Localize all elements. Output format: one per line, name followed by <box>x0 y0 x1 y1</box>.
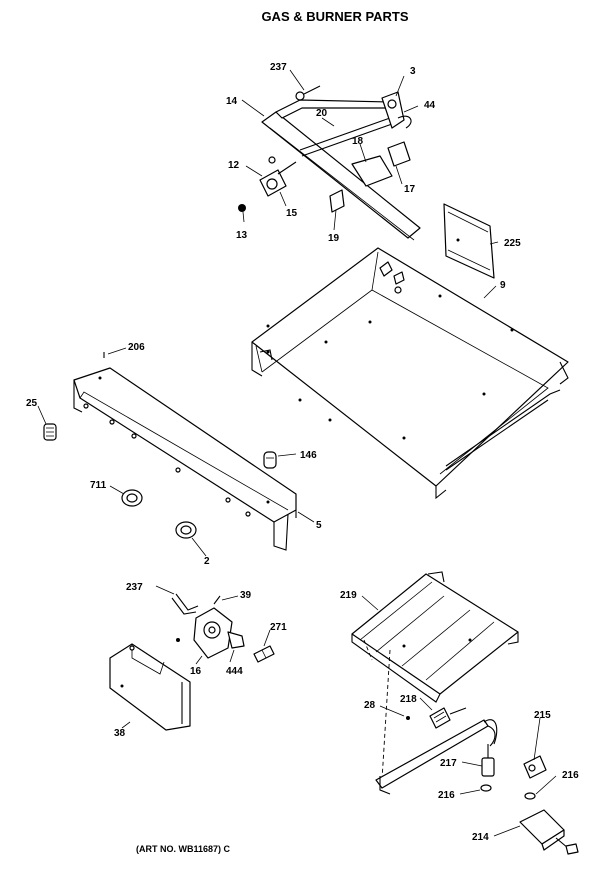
callout-217: 217 <box>440 758 457 769</box>
callout-215: 215 <box>534 710 551 721</box>
callout-19: 19 <box>328 233 340 244</box>
screw-28-icon <box>406 716 410 720</box>
callout-9: 9 <box>500 280 506 291</box>
callout-237-bottom: 237 <box>126 582 143 593</box>
alignment-line <box>381 649 391 781</box>
callout-labels: 237 3 14 20 44 18 12 17 15 13 19 225 9 2… <box>26 62 579 843</box>
callout-17: 17 <box>404 184 416 195</box>
callout-15: 15 <box>286 208 298 219</box>
callout-13: 13 <box>236 230 248 241</box>
bracket-215-icon <box>523 755 547 779</box>
clip-146-icon <box>263 451 277 469</box>
diagram-title: GAS & BURNER PARTS <box>261 9 408 24</box>
callout-216-left: 216 <box>438 790 455 801</box>
callout-146: 146 <box>300 450 317 461</box>
callout-16: 16 <box>190 666 202 677</box>
callout-18: 18 <box>352 136 364 147</box>
callout-25: 25 <box>26 398 38 409</box>
art-number: (ART NO. WB11687) C <box>136 844 231 854</box>
regulator-16 <box>193 595 245 659</box>
leader-lines <box>37 69 557 837</box>
callout-214: 214 <box>472 832 489 843</box>
shield-225 <box>443 203 495 279</box>
callout-39: 39 <box>240 590 252 601</box>
callout-711: 711 <box>90 480 107 491</box>
callout-3: 3 <box>410 66 416 77</box>
grommet-711-icon <box>121 489 143 507</box>
callout-225: 225 <box>504 238 521 249</box>
shield-38 <box>109 643 191 731</box>
orifice-271-icon <box>253 645 275 663</box>
washer-216b-icon <box>524 792 536 800</box>
washer-icon <box>176 638 180 642</box>
burner-box-9 <box>251 247 569 500</box>
screw-13-icon <box>238 204 246 212</box>
knob-25-icon <box>43 423 57 441</box>
callout-2: 2 <box>204 556 210 567</box>
callout-216-right: 216 <box>562 770 579 781</box>
callout-12: 12 <box>228 160 240 171</box>
washer-216a-icon <box>480 784 492 792</box>
broiler-burner-tube <box>375 707 498 795</box>
broiler-shield-219 <box>351 571 519 703</box>
callout-20: 20 <box>316 108 328 119</box>
callout-444: 444 <box>226 666 243 677</box>
callout-218: 218 <box>400 694 417 705</box>
callout-38: 38 <box>114 728 126 739</box>
callout-28: 28 <box>364 700 376 711</box>
callout-219: 219 <box>340 590 357 601</box>
callout-271: 271 <box>270 622 287 633</box>
grommet-2-icon <box>175 521 197 539</box>
callout-206: 206 <box>128 342 145 353</box>
callout-5: 5 <box>316 520 322 531</box>
burner-tube-assembly <box>259 85 421 241</box>
tube-237-icon <box>171 593 199 615</box>
callout-44: 44 <box>424 100 436 111</box>
callout-237-top: 237 <box>270 62 287 73</box>
callout-14: 14 <box>226 96 238 107</box>
bracket-217-icon <box>481 744 495 777</box>
valve-214 <box>519 809 579 855</box>
front-panel-5 <box>73 367 297 551</box>
